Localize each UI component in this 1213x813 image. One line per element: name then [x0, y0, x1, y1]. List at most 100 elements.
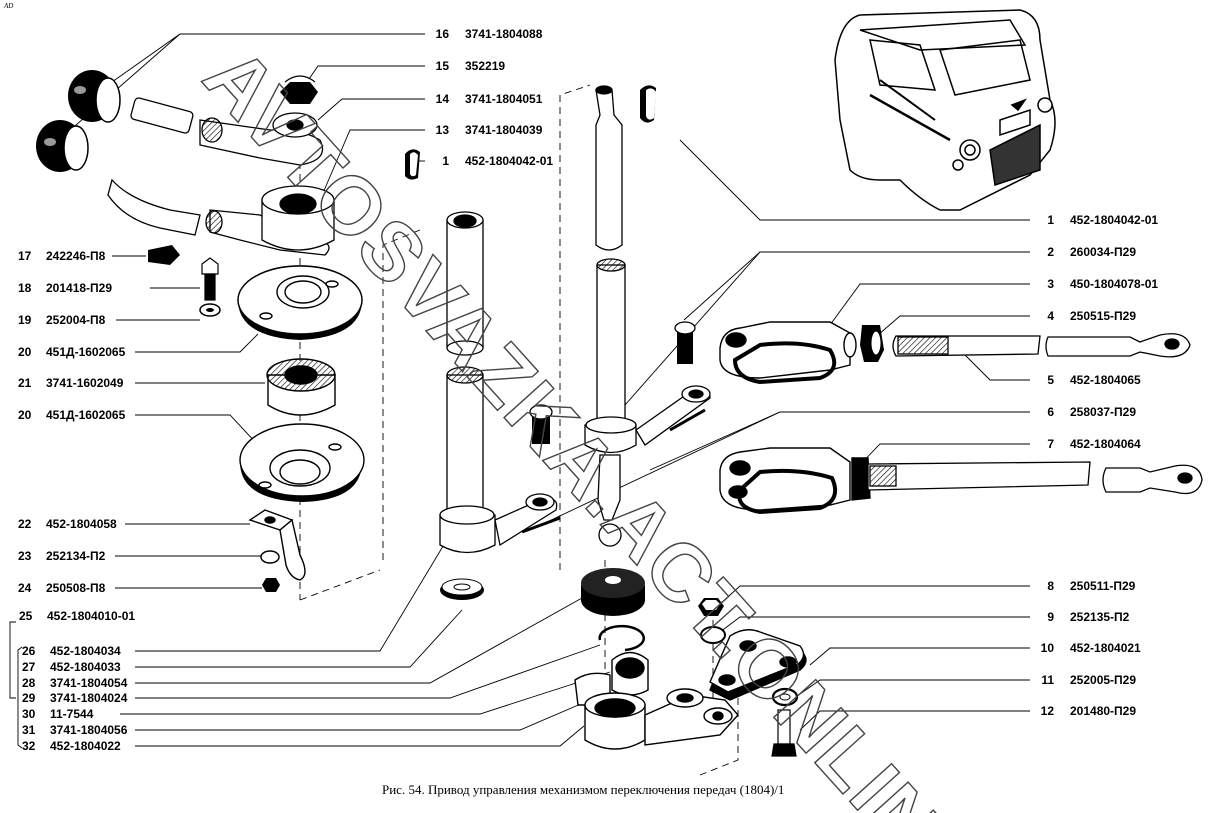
part-20-flange-upper	[237, 265, 363, 340]
part-21-bushing	[266, 358, 336, 416]
callout-row: 4 250515-П29	[1030, 309, 1136, 323]
callout-row: 1 452-1804042-01	[1030, 213, 1158, 227]
part-16-caps	[36, 70, 121, 172]
callout-row: 30 11-7544	[22, 707, 93, 721]
part-number: 3741-1804088	[465, 27, 543, 41]
part-28-rubber	[581, 568, 645, 616]
part-4-nut	[860, 325, 884, 362]
part-number: 452-1804042-01	[465, 154, 554, 168]
part-10-plate	[709, 629, 807, 701]
callout-number: 30	[22, 707, 36, 721]
callout-row: 20 451Д-1602065	[18, 345, 125, 359]
callout-number: 32	[22, 739, 36, 753]
part-2-pin-left	[529, 404, 553, 444]
callout-number: 11	[1041, 673, 1054, 687]
callout-number: 7	[1047, 437, 1054, 451]
part-number: 250511-П29	[1070, 579, 1136, 593]
callout-number: 28	[22, 676, 36, 690]
callout-number: 13	[435, 123, 449, 137]
callout-number: 3	[1047, 277, 1054, 291]
part-number: 452-1804058	[46, 517, 117, 531]
part-30-bushing	[611, 651, 649, 696]
part-29-ring	[598, 624, 645, 652]
part-number: 3741-1804024	[50, 691, 128, 705]
callout-number: 20	[18, 408, 32, 422]
part-number: 252004-П8	[46, 313, 106, 327]
callout-number: 27	[22, 660, 36, 674]
part-number: 3741-1602049	[46, 376, 124, 390]
callout-number: 5	[1047, 373, 1054, 387]
part-20-flange-lower	[239, 423, 365, 502]
part-number: 252005-П29	[1070, 673, 1137, 687]
part-number: 451Д-1602065	[46, 345, 126, 359]
callout-row: 10 452-1804021	[1030, 641, 1141, 655]
part-number: 452-1804021	[1070, 641, 1141, 655]
callout-number: 9	[1047, 610, 1054, 624]
callout-number: 4	[1047, 309, 1054, 323]
callout-number: 16	[435, 27, 449, 41]
part-number: 452-1804034	[50, 644, 121, 658]
part-number: 250508-П8	[46, 581, 106, 595]
part-number: 11-7544	[50, 707, 94, 721]
part-number: 250515-П29	[1070, 309, 1137, 323]
callout-number: 12	[1040, 704, 1054, 718]
part-number: 450-1804078-01	[1070, 277, 1159, 291]
callout-row: 27 452-1804033	[22, 660, 121, 674]
part-7-fork	[719, 447, 871, 515]
part-number: 452-1804064	[1070, 437, 1141, 451]
part-26-tube-lower	[439, 366, 558, 554]
callout-row: 2 260034-П29	[1030, 245, 1136, 259]
callout-row: 21 3741-1602049	[18, 376, 123, 390]
callout-number: 2	[1047, 245, 1054, 259]
part-9-washer	[700, 626, 726, 644]
part-15-nut	[280, 75, 318, 104]
callout-row: 23 252134-П2	[18, 549, 105, 563]
part-5-rod	[892, 333, 1191, 358]
part-22-bracket	[248, 509, 306, 581]
part-7-rod	[867, 461, 1203, 495]
part-number: 201480-П29	[1070, 704, 1137, 718]
callout-number: 10	[1040, 641, 1054, 655]
part-12-bolt	[771, 709, 797, 757]
callout-number: 20	[18, 345, 32, 359]
part-number: 252134-П2	[46, 549, 106, 563]
part-31-32-housing	[574, 672, 739, 750]
part-number: 452-1804010-01	[47, 609, 136, 623]
part-number: 452-1804042-01	[1070, 213, 1159, 227]
part-6-cotter-right	[669, 408, 706, 432]
callout-number: 19	[18, 313, 32, 327]
part-11-washer	[771, 687, 799, 707]
part-14-lever	[130, 97, 324, 166]
figure-caption: Рис. 54. Привод управления механизмом пе…	[382, 782, 785, 797]
callout-number: 17	[18, 249, 32, 263]
part-number: 260034-П29	[1070, 245, 1137, 259]
part-24-nut	[262, 578, 280, 592]
callout-row: 7 452-1804064	[1030, 437, 1141, 451]
part-number: 3741-1804051	[465, 92, 543, 106]
callout-row: 16 3741-1804088	[425, 27, 543, 41]
callout-number: 15	[435, 59, 449, 73]
part-27-washer	[440, 578, 484, 600]
callout-number: 31	[22, 723, 36, 737]
callout-number: 23	[18, 549, 32, 563]
callout-number: 21	[18, 376, 32, 390]
shift-rod-upper	[595, 85, 623, 251]
callout-number: 1	[1047, 213, 1054, 227]
vehicle-cab-illustration	[834, 9, 1056, 211]
part-3-fork	[719, 321, 857, 385]
part-number: 452-1804033	[50, 660, 121, 674]
